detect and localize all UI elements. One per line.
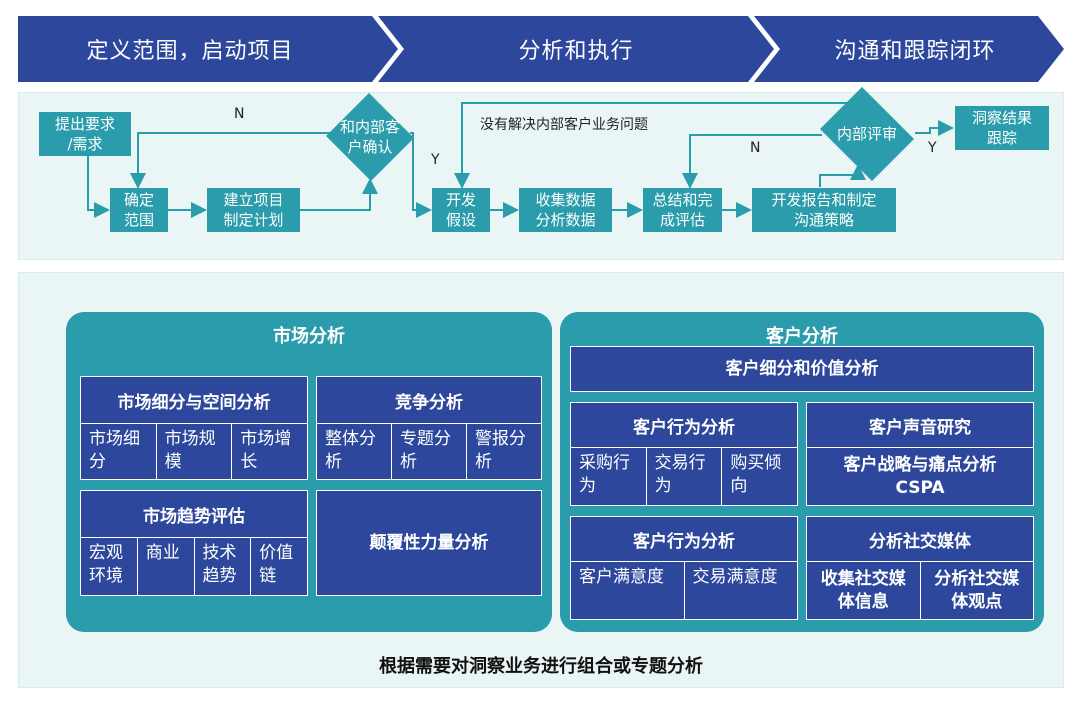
cell-customer-satisfaction: 客户满意度 <box>579 567 664 587</box>
phase-label: 分析和执行 <box>518 39 634 64</box>
customer-analysis-title: 客户分析 <box>766 326 838 347</box>
cell-alert-analysis: 警报分析 <box>466 424 541 479</box>
box-cells: 宏观环境 商业 技术趋势 价值链 <box>81 537 307 595</box>
market-trend-box: 市场趋势评估 宏观环境 商业 技术趋势 价值链 <box>80 490 308 596</box>
label-yes-1: Y <box>431 152 440 168</box>
customer-voice-box: 客户声音研究 客户战略与痛点分析 CSPA <box>806 402 1034 506</box>
step-hypothesis: 开发 假设 <box>432 188 490 232</box>
step-request: 提出要求 /需求 <box>39 112 131 156</box>
box-cells: 采购行为 交易行为 购买倾向 <box>571 447 797 505</box>
step-plan: 建立项目 制定计划 <box>207 188 300 232</box>
decision-confirm: 和内部客 户确认 <box>325 94 415 180</box>
box-cells: 市场细分 市场规模 市场增长 <box>81 423 307 479</box>
cell-overall-analysis: 整体分析 <box>325 429 376 472</box>
label-no-1: N <box>234 106 245 122</box>
box-cells: 客户满意度 交易满意度 <box>571 561 797 619</box>
customer-value-label: 客户细分和价值分析 <box>725 358 879 379</box>
market-segment-box: 市场细分与空间分析 市场细分 市场规模 市场增长 <box>80 376 308 480</box>
decision-label: 和内部客 户确认 <box>339 118 400 156</box>
footer-note: 根据需要对洞察业务进行组合或专题分析 <box>379 656 703 677</box>
cell-business: 商业 <box>136 538 194 595</box>
box-title: 市场趋势评估 <box>143 506 245 527</box>
step-track-results: 洞察结果 跟踪 <box>955 106 1049 150</box>
box-title: 客户行为分析 <box>633 531 735 552</box>
cspa-label: 客户战略与痛点分析 CSPA <box>807 447 1033 505</box>
disruptive-box: 颠覆性力量分析 <box>316 490 542 596</box>
customer-behavior-box-1: 客户行为分析 采购行为 交易行为 购买倾向 <box>570 402 798 506</box>
competition-box: 竞争分析 整体分析 专题分析 警报分析 <box>316 376 542 480</box>
customer-value-box: 客户细分和价值分析 <box>570 346 1034 392</box>
step-scope: 确定 范围 <box>110 188 168 232</box>
cell-collect-social: 收集社交媒 体信息 <box>820 568 906 612</box>
cell-trade-satisfaction: 交易满意度 <box>683 562 798 619</box>
disruptive-label: 颠覆性力量分析 <box>369 532 489 553</box>
cell-market-growth: 市场增长 <box>231 424 307 479</box>
cell-purchase-behavior: 采购行为 <box>579 453 630 496</box>
phase-analyze-execute: 分析和执行 <box>378 16 774 82</box>
market-analysis-title: 市场分析 <box>273 326 345 347</box>
label-no-2: N <box>750 140 761 156</box>
phase-label: 沟通和跟踪闭环 <box>834 39 996 64</box>
cell-topic-analysis: 专题分析 <box>391 424 466 479</box>
box-title: 竞争分析 <box>395 392 463 413</box>
label-unresolved: 没有解决内部客户业务问题 <box>480 117 648 133</box>
social-media-box: 分析社交媒体 收集社交媒 体信息 分析社交媒 体观点 <box>806 516 1034 620</box>
decision-review: 内部评审 <box>815 92 919 176</box>
decision-label: 内部评审 <box>836 125 897 143</box>
box-title: 分析社交媒体 <box>869 531 971 552</box>
box-cells: 收集社交媒 体信息 分析社交媒 体观点 <box>807 561 1033 619</box>
cell-macro: 宏观环境 <box>89 543 123 586</box>
step-summary: 总结和完 成评估 <box>643 188 722 232</box>
box-title: 市场细分与空间分析 <box>117 392 271 413</box>
phase-label: 定义范围，启动项目 <box>86 39 294 64</box>
cell-tech-trend: 技术趋势 <box>193 538 251 595</box>
phase-define-scope: 定义范围，启动项目 <box>18 16 398 82</box>
step-collect-data: 收集数据 分析数据 <box>519 188 612 232</box>
box-title: 客户声音研究 <box>869 417 971 438</box>
customer-behavior-box-2: 客户行为分析 客户满意度 交易满意度 <box>570 516 798 620</box>
cell-purchase-tendency: 购买倾向 <box>721 448 797 505</box>
cell-market-size: 市场规模 <box>155 424 232 479</box>
cell-trade-behavior: 交易行为 <box>645 448 722 505</box>
phase-communicate-track: 沟通和跟踪闭环 <box>754 16 1064 82</box>
label-yes-2: Y <box>928 140 937 156</box>
step-report: 开发报告和制定 沟通策略 <box>752 188 896 232</box>
box-cells: 整体分析 专题分析 警报分析 <box>317 423 541 479</box>
cell-value-chain: 价值链 <box>250 538 307 595</box>
cell-analyze-social: 分析社交媒 体观点 <box>919 562 1034 619</box>
box-title: 客户行为分析 <box>633 417 735 438</box>
cell-market-segment: 市场细分 <box>89 429 140 472</box>
